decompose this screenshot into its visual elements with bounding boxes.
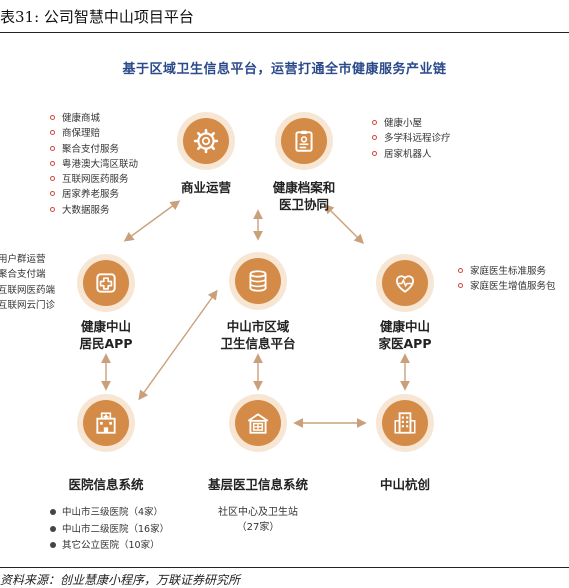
- gear-icon: [193, 128, 219, 154]
- platform-label-line1: 中山市区域: [226, 319, 290, 334]
- doctor-app-label-line1: 健康中山: [379, 319, 430, 334]
- list-item: 家庭医生标准服务: [458, 264, 556, 279]
- resident-services-list: 用户群运营 聚合支付端 互联网医药端 互联网云门诊: [0, 252, 55, 313]
- records-label: 健康档案和 医卫协同: [254, 179, 354, 213]
- commercial-label: 商业运营: [180, 180, 231, 195]
- arrow-records-doctor: [324, 204, 364, 244]
- list-item: 商保理赔: [50, 126, 138, 141]
- resident-app-node-icon: [83, 260, 129, 306]
- top-rule: [0, 32, 569, 33]
- list-item: 聚合支付服务: [50, 142, 138, 157]
- list-item: 互联网云门诊: [0, 298, 55, 313]
- list-item: 多学科远程诊疗: [372, 131, 451, 146]
- records-label-line1: 健康档案和: [272, 180, 336, 195]
- list-item: 大数据服务: [50, 203, 138, 218]
- commercial-node-icon: [183, 118, 229, 164]
- doctor-app-label: 健康中山 家医APP: [355, 318, 455, 352]
- records-node-icon: [281, 118, 327, 164]
- diagram-headline: 基于区域卫生信息平台，运营打通全市健康服务产业链: [122, 62, 447, 77]
- doctor-app-node-icon: [382, 260, 428, 306]
- platform-label-line2: 卫生信息平台: [220, 336, 296, 351]
- list-item: 家庭医生增值服务包: [458, 279, 556, 294]
- list-item: 用户群运营: [0, 252, 55, 267]
- list-item: 中山市二级医院（16家）: [50, 522, 169, 539]
- list-item: 居家养老服务: [50, 187, 138, 202]
- resident-app-label-line2: 居民APP: [79, 336, 133, 351]
- medical-cross-icon: [96, 273, 116, 293]
- list-item: 中山市三级医院（4家）: [50, 505, 169, 522]
- doctor-services-list: 家庭医生标准服务 家庭医生增值服务包: [458, 264, 556, 295]
- clinic-icon: [247, 413, 269, 434]
- hospital-icon: [96, 412, 116, 434]
- list-item: 互联网医药服务: [50, 172, 138, 187]
- arrow-commercial-resident: [123, 200, 181, 242]
- list-item: 健康商城: [50, 111, 138, 126]
- resident-app-label: 健康中山 居民APP: [56, 318, 156, 352]
- arrow-hospital-platform: [138, 289, 218, 401]
- list-item: 居家机器人: [372, 147, 451, 162]
- hospital-node-icon: [83, 400, 129, 446]
- doctor-app-label-line2: 家医APP: [378, 336, 432, 351]
- hangchuang-label: 中山杭创: [379, 477, 430, 492]
- hospital-label: 医院信息系统: [68, 477, 144, 492]
- building-icon: [394, 412, 416, 434]
- clipboard-icon: [295, 130, 313, 152]
- platform-node-icon: [235, 258, 281, 304]
- list-item: 互联网医药端: [0, 283, 55, 298]
- records-label-line2: 医卫协同: [278, 197, 329, 212]
- list-item: 聚合支付端: [0, 267, 55, 282]
- platform-label: 中山市区域 卫生信息平台: [203, 318, 313, 352]
- primary-sublabel-line1: 社区中心及卫生站: [218, 507, 298, 518]
- primary-label: 基层医卫信息系统: [207, 477, 308, 492]
- resident-app-label-line1: 健康中山: [80, 319, 131, 334]
- commercial-services-list: 健康商城 商保理赔 聚合支付服务 粤港澳大湾区联动 互联网医药服务 居家养老服务…: [50, 111, 138, 218]
- database-icon: [249, 270, 267, 292]
- figure-title: 表31: 公司智慧中山项目平台: [0, 8, 194, 26]
- list-item: 粤港澳大湾区联动: [50, 157, 138, 172]
- primary-node-icon: [235, 400, 281, 446]
- primary-sublabel: 社区中心及卫生站 （27家）: [198, 505, 318, 535]
- records-services-list: 健康小屋 多学科远程诊疗 居家机器人: [372, 116, 451, 162]
- bottom-rule: [0, 567, 569, 568]
- primary-sublabel-line2: （27家）: [236, 522, 280, 533]
- hospital-list: 中山市三级医院（4家） 中山市二级医院（16家） 其它公立医院（10家）: [50, 505, 169, 555]
- list-item: 健康小屋: [372, 116, 451, 131]
- heart-pulse-icon: [395, 275, 415, 293]
- list-item: 其它公立医院（10家）: [50, 538, 169, 555]
- source-note: 资料来源：创业慧康小程序，万联证券研究所: [0, 573, 241, 587]
- hangchuang-node-icon: [382, 400, 428, 446]
